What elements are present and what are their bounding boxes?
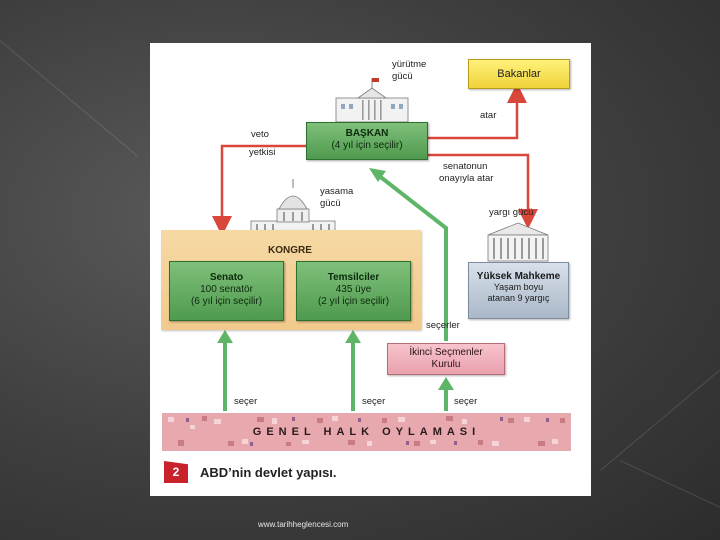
ikinci-secmenler-box: İkinci Seçmenler Kurulu: [387, 343, 505, 375]
secer-label-senato: seçer: [234, 396, 257, 408]
figure-number-badge: 2: [164, 461, 188, 483]
baskan-box: BAŞKAN (4 yıl için seçilir): [306, 122, 428, 160]
arrowhead-secer-senato: [217, 330, 233, 343]
secer-label-ikinci: seçer: [454, 396, 477, 408]
temsilciler-box: Temsilciler 435 üye (2 yıl için seçilir): [296, 261, 411, 321]
veto-label: veto yetkisi: [249, 129, 275, 159]
arrow-atar: [428, 93, 517, 138]
kongre-box: KONGRE Senato 100 senatör (6 yıl için se…: [161, 230, 421, 330]
yuksek-mahkeme-box: Yüksek Mahkeme Yaşam boyu atanan 9 yargı…: [468, 262, 569, 319]
senato-box: Senato 100 senatör (6 yıl için seçilir): [169, 261, 284, 321]
arrowhead-secer-temsilciler: [345, 330, 361, 343]
atar-label: atar: [480, 110, 496, 122]
secer-label-temsilciler: seçer: [362, 396, 385, 408]
figure-caption: ABD’nin devlet yapısı.: [200, 465, 337, 480]
bakanlar-box: Bakanlar: [468, 59, 570, 89]
arrowhead-secer-ikinci: [438, 377, 454, 390]
background-line: [600, 341, 720, 470]
yargi-label: yargı gücü: [489, 207, 533, 219]
background-line: [0, 40, 138, 156]
white-house-icon: [336, 78, 408, 122]
genel-halk-oylamasi-box: GENEL HALK OYLAMASI: [162, 413, 571, 451]
senatonun-label: senatonun onayıyla atar: [439, 161, 493, 185]
background-line: [620, 460, 720, 537]
secerler-label: seçerler: [426, 320, 460, 332]
footer-url: www.tarihheglencesi.com: [258, 520, 348, 529]
supreme-court-icon: [488, 223, 548, 261]
genel-halk-label: GENEL HALK OYLAMASI: [162, 413, 571, 451]
kongre-label: KONGRE: [268, 245, 312, 256]
